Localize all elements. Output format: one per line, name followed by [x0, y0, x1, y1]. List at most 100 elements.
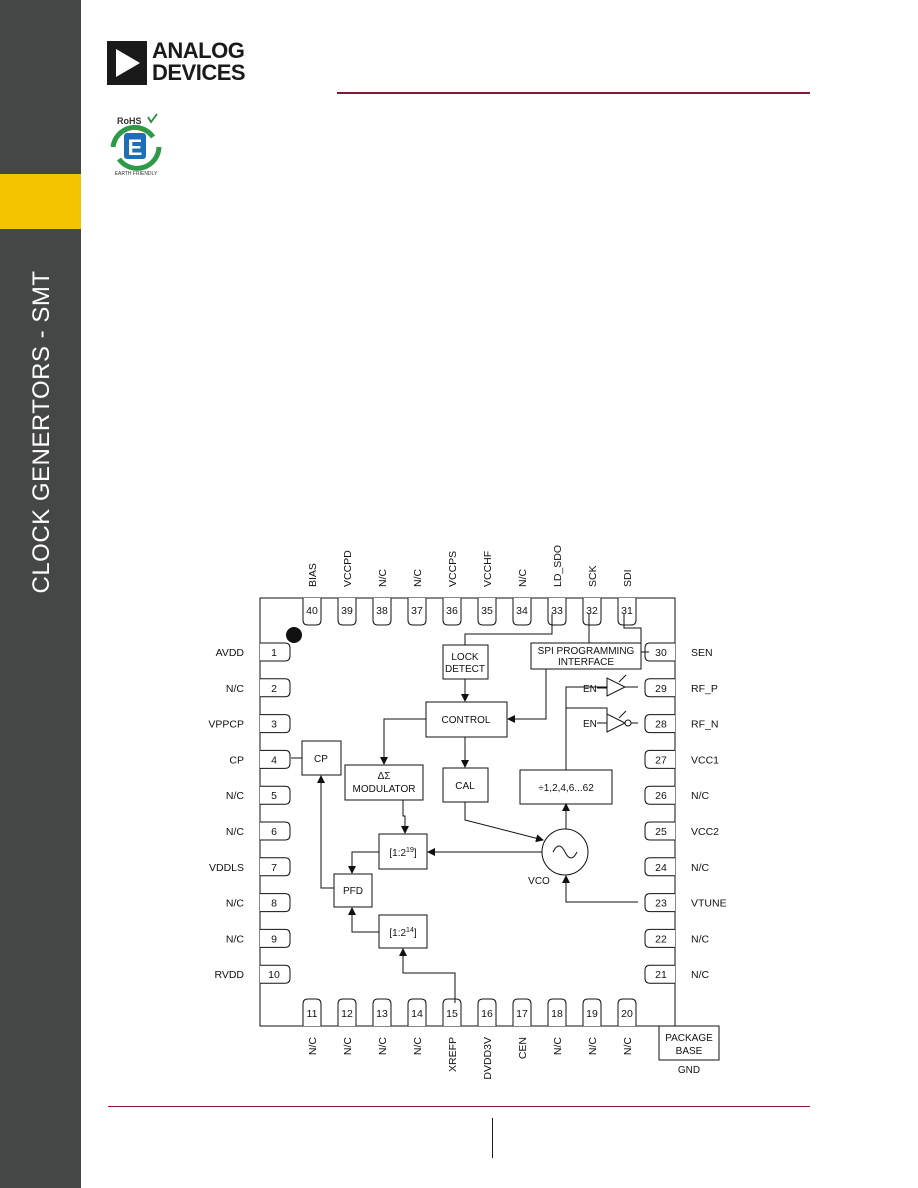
pin-number: 7 — [271, 862, 277, 874]
en-label-2: EN — [583, 719, 597, 730]
charge-pump-block: CP — [301, 740, 342, 776]
pin-31: 31 SDI — [617, 569, 637, 626]
rf-p-buffer: EN — [583, 674, 638, 697]
pin-number: 15 — [446, 1008, 458, 1020]
lock-detect-block: LOCK DETECT — [442, 644, 489, 680]
pin-label: N/C — [412, 1037, 424, 1056]
pin-number: 29 — [655, 683, 667, 695]
pin-label: VTUNE — [691, 898, 727, 910]
rf-n-buffer: EN — [583, 710, 638, 733]
vco-symbol: VCO — [528, 828, 589, 887]
modulator-label-1: ΔΣ — [378, 771, 391, 782]
pin-number: 27 — [655, 754, 667, 766]
pin-number: 37 — [411, 605, 423, 617]
pin-number: 8 — [271, 898, 277, 910]
pin-number: 3 — [271, 719, 277, 731]
divider-label: ÷1,2,4,6...62 — [538, 783, 594, 794]
pin-26: 26 N/C — [644, 785, 710, 805]
pin-number: 25 — [655, 826, 667, 838]
pin-label: VCC1 — [691, 754, 719, 766]
pin-4: 4 CP — [229, 749, 291, 769]
pin-label: VPPCP — [208, 719, 244, 731]
sidebar: CLOCK GENERTORS - SMT — [0, 0, 81, 1188]
pin-number: 12 — [341, 1008, 353, 1020]
pin-number: 19 — [586, 1008, 598, 1020]
pin-label: N/C — [517, 569, 529, 588]
pin-label: BIAS — [307, 563, 319, 587]
pin-number: 33 — [551, 605, 563, 617]
pin-label: N/C — [622, 1037, 634, 1056]
pin-18: 18N/C — [547, 998, 567, 1056]
vco-label: VCO — [528, 876, 550, 887]
pin-label: N/C — [691, 969, 710, 981]
pins-bottom: 11N/C12N/C13N/C14N/C15XREFP16DVDD3V17CEN… — [302, 998, 637, 1080]
delta-sigma-modulator-block: ΔΣ MODULATOR — [344, 764, 424, 801]
r-divider-block: [1:214] — [378, 914, 428, 949]
package-base-block: PACKAGE BASE GND — [658, 1025, 720, 1076]
control-block: CONTROL — [425, 701, 508, 738]
pin-label: N/C — [691, 790, 710, 802]
functional-block-diagram: 40BIAS39VCCPD38N/C37N/C36VCCPS35VCCHF34N… — [208, 545, 727, 1080]
pin-label: RF_P — [691, 683, 718, 695]
analog-devices-logo-icon — [107, 41, 147, 85]
calibration-block: CAL — [442, 767, 489, 803]
modulator-label-2: MODULATOR — [353, 784, 416, 795]
en-label-1: EN — [583, 684, 597, 695]
pin-label: N/C — [226, 933, 245, 945]
pin-number: 24 — [655, 862, 667, 874]
pin-label: SEN — [691, 647, 713, 659]
output-divider-block: ÷1,2,4,6...62 — [519, 769, 613, 805]
pin-number: 11 — [307, 1008, 318, 1020]
pin-number: 18 — [551, 1008, 563, 1020]
footer-divider — [492, 1118, 493, 1158]
n-divider-label: [1:219] — [389, 847, 416, 859]
pin-14: 14N/C — [407, 998, 427, 1056]
pin-12: 12N/C — [337, 998, 357, 1055]
pin-label: RF_N — [691, 719, 718, 731]
control-label: CONTROL — [442, 715, 491, 726]
pin-label: VDDLS — [209, 862, 244, 874]
badge-bottom-text: EARTH FRIENDLY — [115, 171, 158, 177]
pin-number: 30 — [655, 647, 667, 659]
pin-label: VCCHF — [482, 551, 494, 587]
pin-label: N/C — [226, 898, 245, 910]
cp-label: CP — [314, 754, 328, 765]
logo-wordmark: ANALOG DEVICES — [152, 38, 246, 84]
package-label-1: PACKAGE — [665, 1033, 713, 1044]
pin-number: 40 — [306, 605, 318, 617]
package-outline — [259, 597, 676, 1027]
pin-label: N/C — [691, 862, 710, 874]
pin-number: 4 — [271, 754, 277, 766]
logo-line-1: ANALOG — [152, 38, 245, 63]
pin-label: N/C — [552, 1037, 564, 1056]
pin-label: CP — [229, 754, 244, 766]
pin-label: SDI — [622, 569, 634, 587]
pin-37: 37N/C — [407, 569, 427, 626]
pin-24: 24 N/C — [644, 857, 710, 877]
pin-label: N/C — [226, 683, 245, 695]
pin-number: 35 — [481, 605, 493, 617]
pin-19: 19N/C — [582, 998, 602, 1055]
pin-number: 31 — [621, 605, 633, 617]
pins-top: 40BIAS39VCCPD38N/C37N/C36VCCPS35VCCHF34N… — [302, 545, 637, 626]
pin-label: N/C — [377, 1037, 389, 1056]
pin-label: N/C — [226, 826, 245, 838]
pin-number: 21 — [655, 969, 667, 981]
pin-number: 26 — [655, 790, 667, 802]
pin-label: N/C — [691, 933, 710, 945]
pin-5: 5N/C — [226, 785, 291, 805]
spi-label-1: SPI PROGRAMMING — [538, 646, 635, 657]
gnd-label: GND — [678, 1065, 700, 1076]
